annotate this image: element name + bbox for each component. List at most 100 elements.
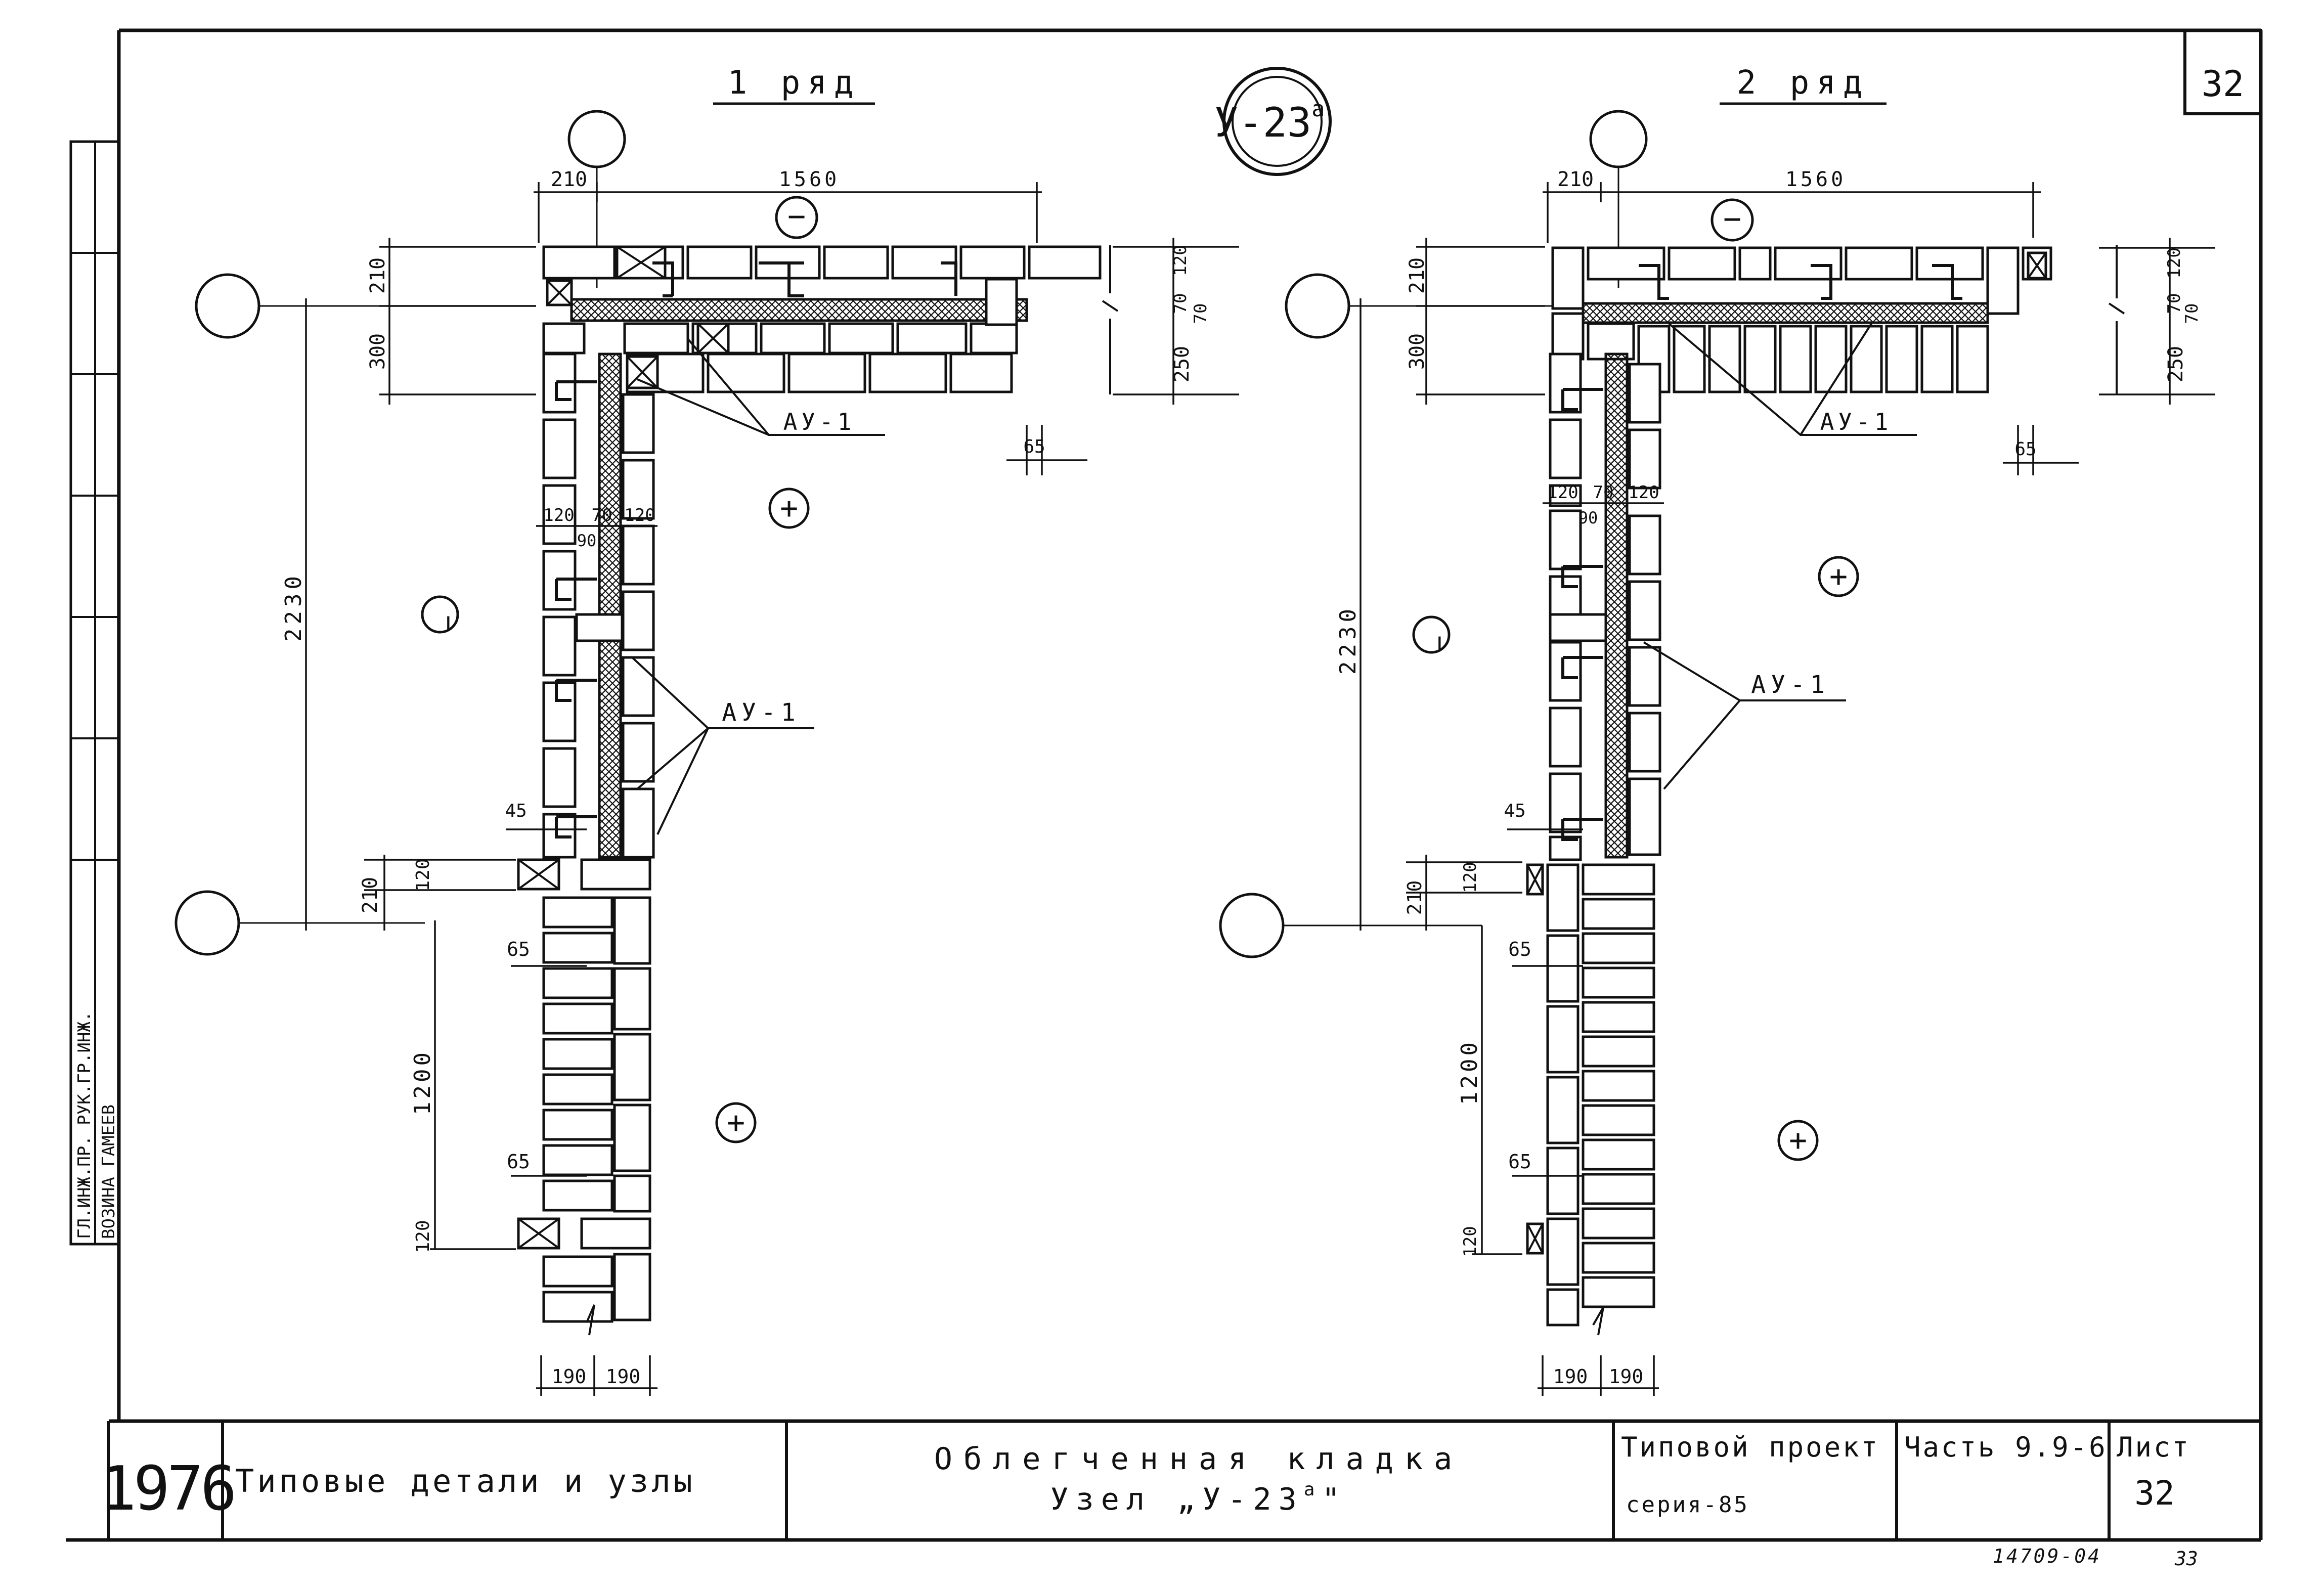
title-project-label: Типовой проект	[1621, 1431, 1879, 1463]
left-sign-plus-2	[715, 1102, 757, 1143]
right-sign-plus-1	[1818, 556, 1859, 597]
title-drawing-line1: Облегченная кладка	[934, 1441, 1463, 1477]
axis-bubble	[174, 890, 240, 956]
tie-anchors-vertical	[555, 380, 597, 838]
leader-ay1-top	[637, 338, 885, 436]
left-dim-mid-70: 70	[592, 505, 612, 525]
left-dim-1200: 1200	[410, 1049, 435, 1115]
crossed-blocks	[546, 245, 730, 389]
right-dim-190a: 190	[1553, 1365, 1588, 1388]
lower-wall	[517, 858, 651, 1336]
left-sign-minus-top-label: −	[787, 199, 806, 234]
left-sign-minus-axis-label: −	[433, 615, 464, 631]
title-part-label: Часть 9.9-6	[1904, 1431, 2108, 1463]
right-label-ay1-mid: АУ-1	[1751, 671, 1830, 699]
left-dim-190b: 190	[606, 1365, 641, 1388]
title-block	[107, 1421, 2111, 1540]
stamp-names: ВОЗИНА ГАМЕЕВ	[99, 1105, 119, 1239]
title-year: 1976	[100, 1454, 234, 1524]
left-dim-mid-120b: 120	[624, 505, 655, 525]
axis-bubble	[1285, 273, 1350, 339]
right-dim-65-a: 65	[1508, 938, 1531, 960]
top-wall-outer-row	[1551, 246, 2052, 315]
tie-anchors-vertical	[1561, 388, 1603, 841]
left-view-title: 1 ряд	[728, 64, 861, 102]
insulation-top	[570, 298, 1028, 322]
left-dim-210-top: 210	[551, 168, 587, 191]
left-dim-120-lower: 120	[413, 858, 433, 891]
node-badge	[1222, 67, 1332, 176]
bottom-page: 33	[2174, 1548, 2198, 1570]
bottom-code: 14709-04	[1993, 1545, 2101, 1567]
axis-bubble	[1589, 110, 1648, 168]
left-dim-120-bottom: 120	[413, 1220, 433, 1253]
left-dim-210-left: 210	[366, 257, 389, 294]
right-dim-65-top: 65	[2014, 439, 2036, 460]
right-dim-mid-90: 90	[1578, 508, 1598, 527]
right-dim-190b: 190	[1609, 1365, 1644, 1388]
left-stamp-strip	[69, 140, 120, 1246]
vertical-wall	[1549, 352, 1661, 861]
left-dim-300: 300	[366, 333, 389, 370]
right-dim-120-lower: 120	[1460, 862, 1480, 893]
left-label-ay1-mid: АУ-1	[722, 698, 801, 727]
axis-bubble	[567, 110, 626, 168]
leader-ay1-mid	[1643, 641, 1846, 790]
stamp-roles: ГЛ.ИНЖ.ПР. РУК.ГР.ИНЖ.	[74, 1011, 95, 1239]
right-dim-2230: 2230	[1335, 605, 1361, 675]
left-dim-right-70a: 70	[1170, 293, 1191, 314]
right-dim-210-lower: 210	[1404, 880, 1426, 915]
right-dim-right-70a: 70	[2164, 293, 2184, 314]
left-dim-65-b: 65	[507, 1151, 530, 1173]
tie-anchors-top	[652, 261, 957, 297]
left-sign-minus-top	[775, 196, 818, 239]
left-sign-plus-2-label: +	[727, 1105, 745, 1140]
right-dim-mid-70: 70	[1593, 482, 1614, 503]
sheet-number-corner: 32	[2202, 63, 2244, 105]
right-sign-plus-2	[1777, 1120, 1819, 1161]
title-series-name: Типовые детали и узлы	[235, 1463, 695, 1499]
right-sign-minus-axis	[1412, 615, 1451, 654]
leader-ay1-mid	[631, 656, 814, 835]
dimension-lines	[305, 182, 1239, 1396]
left-dim-2230: 2230	[281, 572, 306, 642]
title-drawing-line2: Узел „У-23а"	[1050, 1479, 1347, 1517]
left-dim-210-lower: 210	[359, 877, 382, 913]
left-view: 1 ряд	[174, 64, 1239, 1396]
node-badge-label: У-23а	[1214, 96, 1325, 146]
axis-bubble	[1219, 893, 1285, 958]
left-dim-mid-90: 90	[577, 531, 597, 550]
right-dim-45: 45	[1504, 801, 1525, 821]
right-sign-minus-top	[1711, 198, 1754, 242]
left-sign-minus-axis	[421, 595, 459, 634]
right-sign-plus-2-label: +	[1789, 1123, 1807, 1158]
right-dim-right-120: 120	[2164, 247, 2184, 278]
left-dim-right-120: 120	[1170, 245, 1191, 276]
right-dim-right-250: 250	[2164, 346, 2187, 382]
vertical-wall	[542, 352, 655, 859]
right-dim-1560: 1560	[1785, 168, 1846, 191]
left-dim-mid-120a: 120	[543, 505, 574, 525]
right-sign-plus-1-label: +	[1829, 559, 1848, 594]
left-dim-45: 45	[505, 801, 527, 821]
left-dim-65-top: 65	[1023, 436, 1045, 457]
crossed-blocks	[2027, 251, 2047, 280]
title-sheet-value: 32	[2134, 1474, 2174, 1513]
dimension-lines	[1360, 182, 2215, 1396]
leader-ay1-top	[1668, 323, 1917, 436]
lower-wall	[1526, 863, 1655, 1336]
tie-anchors-top	[1639, 264, 1962, 300]
right-label-ay1-top: АУ-1	[1820, 408, 1893, 435]
right-dim-210-top: 210	[1557, 168, 1594, 191]
left-dim-right-70b: 70	[1191, 303, 1211, 324]
left-sign-plus-1-label: +	[780, 491, 798, 526]
left-dim-190a: 190	[552, 1365, 587, 1388]
right-dim-120-bottom: 120	[1460, 1226, 1480, 1257]
right-dim-right-70b: 70	[2182, 303, 2202, 324]
title-project-series: серия-85	[1626, 1492, 1749, 1518]
right-dim-210-left: 210	[1406, 257, 1429, 294]
axis-bubble	[195, 273, 260, 339]
right-dim-mid-120b: 120	[1628, 482, 1659, 503]
left-dim-65-a: 65	[507, 938, 530, 960]
